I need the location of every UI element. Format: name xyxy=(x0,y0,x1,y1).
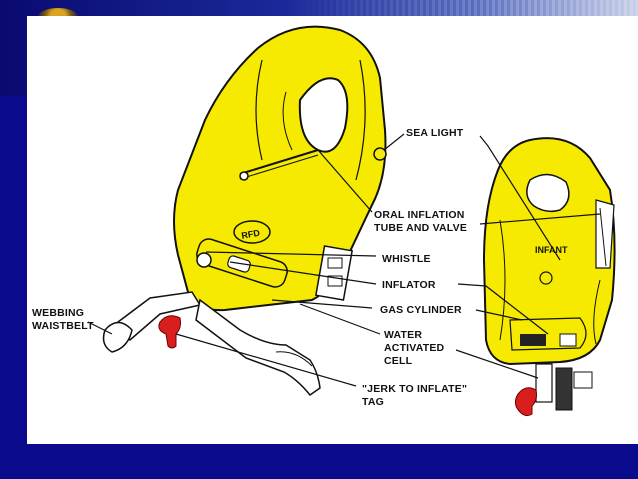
label-water-line1: WATER xyxy=(384,329,422,341)
adult-vest-neck-hole xyxy=(298,77,349,153)
label-sea-light: SEA LIGHT xyxy=(406,127,464,139)
jerk-tag-infant xyxy=(514,387,537,417)
whistle-block xyxy=(315,245,353,301)
infant-vest-body xyxy=(482,137,616,366)
label-oral-inflation-line1: ORAL INFLATION xyxy=(374,209,465,221)
label-webbing-line2: WAISTBELT xyxy=(32,320,94,332)
label-water-line2: ACTIVATED xyxy=(384,342,445,354)
label-inflator: INFLATOR xyxy=(382,279,436,291)
label-oral-inflation-line2: TUBE AND VALVE xyxy=(374,222,467,234)
infant-vest-mark: INFANT xyxy=(535,245,568,255)
label-whistle: WHISTLE xyxy=(382,253,431,265)
label-jerk-line2: TAG xyxy=(362,396,384,408)
label-water-line3: CELL xyxy=(384,355,413,367)
jerk-tag-adult xyxy=(158,315,181,349)
adult-vest-mark: RFD xyxy=(241,228,261,241)
infant-life-vest: INFANT xyxy=(482,137,616,417)
label-webbing-line1: WEBBING xyxy=(32,307,84,319)
adult-life-vest: RFD xyxy=(102,25,387,397)
label-jerk-line1: "JERK TO INFLATE" xyxy=(362,383,467,395)
label-gas-cylinder: GAS CYLINDER xyxy=(380,304,462,316)
leader-lines xyxy=(87,133,601,387)
